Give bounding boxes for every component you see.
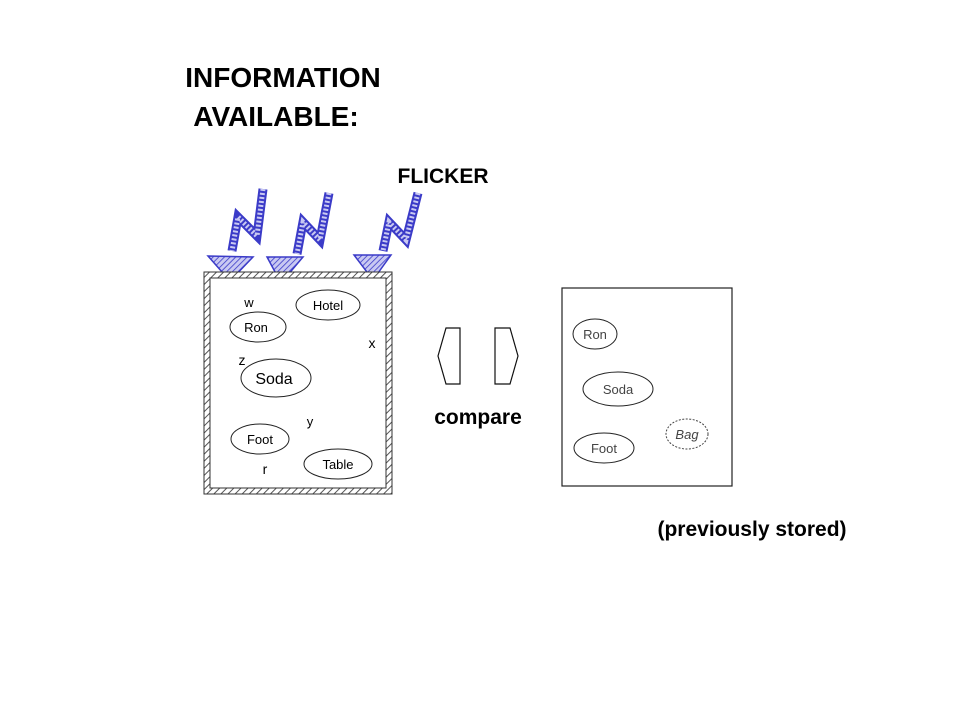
oval-table-label: Table [322, 457, 353, 472]
letter-x: x [369, 335, 376, 351]
oval-table: Table [303, 448, 373, 480]
stored-oval-ron: Ron [572, 318, 618, 350]
letter-z: z [239, 352, 246, 368]
flicker-label: FLICKER [398, 165, 489, 188]
stored-oval-bag: Bag [665, 418, 709, 450]
flicker-arrow-3 [352, 191, 423, 282]
oval-hotel-label: Hotel [313, 298, 343, 313]
oval-foot: Foot [230, 423, 290, 455]
oval-foot-label: Foot [247, 432, 273, 447]
letter-r: r [263, 461, 268, 477]
stored-oval-foot-label: Foot [591, 441, 617, 456]
oval-soda-label: Soda [255, 371, 292, 388]
oval-ron: Ron [229, 311, 287, 343]
letter-y: y [307, 414, 314, 429]
oval-ron-label: Ron [244, 320, 268, 335]
stored-oval-bag-label: Bag [675, 427, 699, 442]
title-line-1: INFORMATION [185, 62, 380, 93]
stored-oval-soda: Soda [582, 371, 654, 407]
oval-soda: Soda [240, 358, 312, 398]
flicker-arrow-1 [206, 188, 268, 283]
compare-label: compare [434, 406, 522, 429]
stored-oval-foot: Foot [573, 432, 635, 464]
flicker-arrow-2 [265, 192, 334, 285]
compare-arrow-right [494, 327, 519, 385]
stored-oval-ron-label: Ron [583, 327, 607, 342]
compare-arrow-left [437, 327, 461, 385]
stored-caption: (previously stored) [657, 518, 846, 541]
title-line-2: AVAILABLE: [193, 101, 358, 132]
letter-w: w [243, 295, 254, 310]
oval-hotel: Hotel [295, 289, 361, 321]
stored-oval-soda-label: Soda [603, 382, 634, 397]
